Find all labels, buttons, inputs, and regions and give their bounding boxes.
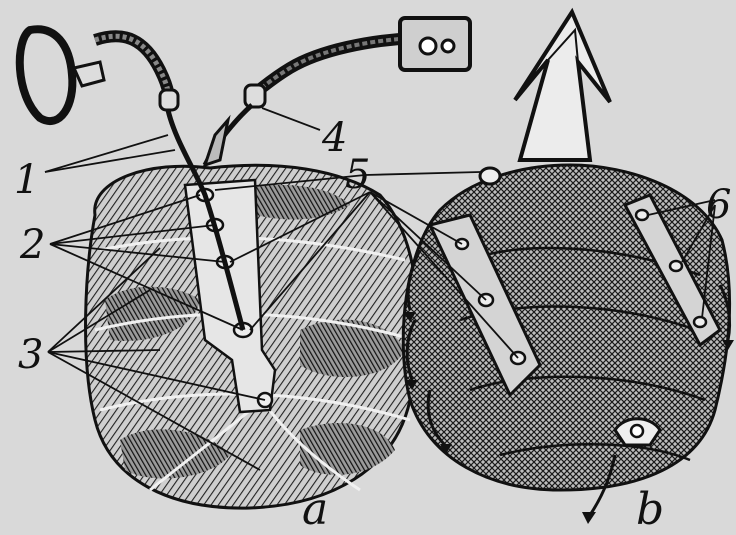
callout-4: 4 [322,118,347,158]
callout-6: 6 [706,185,731,225]
callout-2: 2 [20,225,45,265]
callout-3: 3 [18,335,43,375]
callout-5: 5 [345,155,370,195]
panel-label-a: a [302,488,328,532]
callout-1: 1 [14,160,39,200]
panel-label-b: b [636,488,664,532]
